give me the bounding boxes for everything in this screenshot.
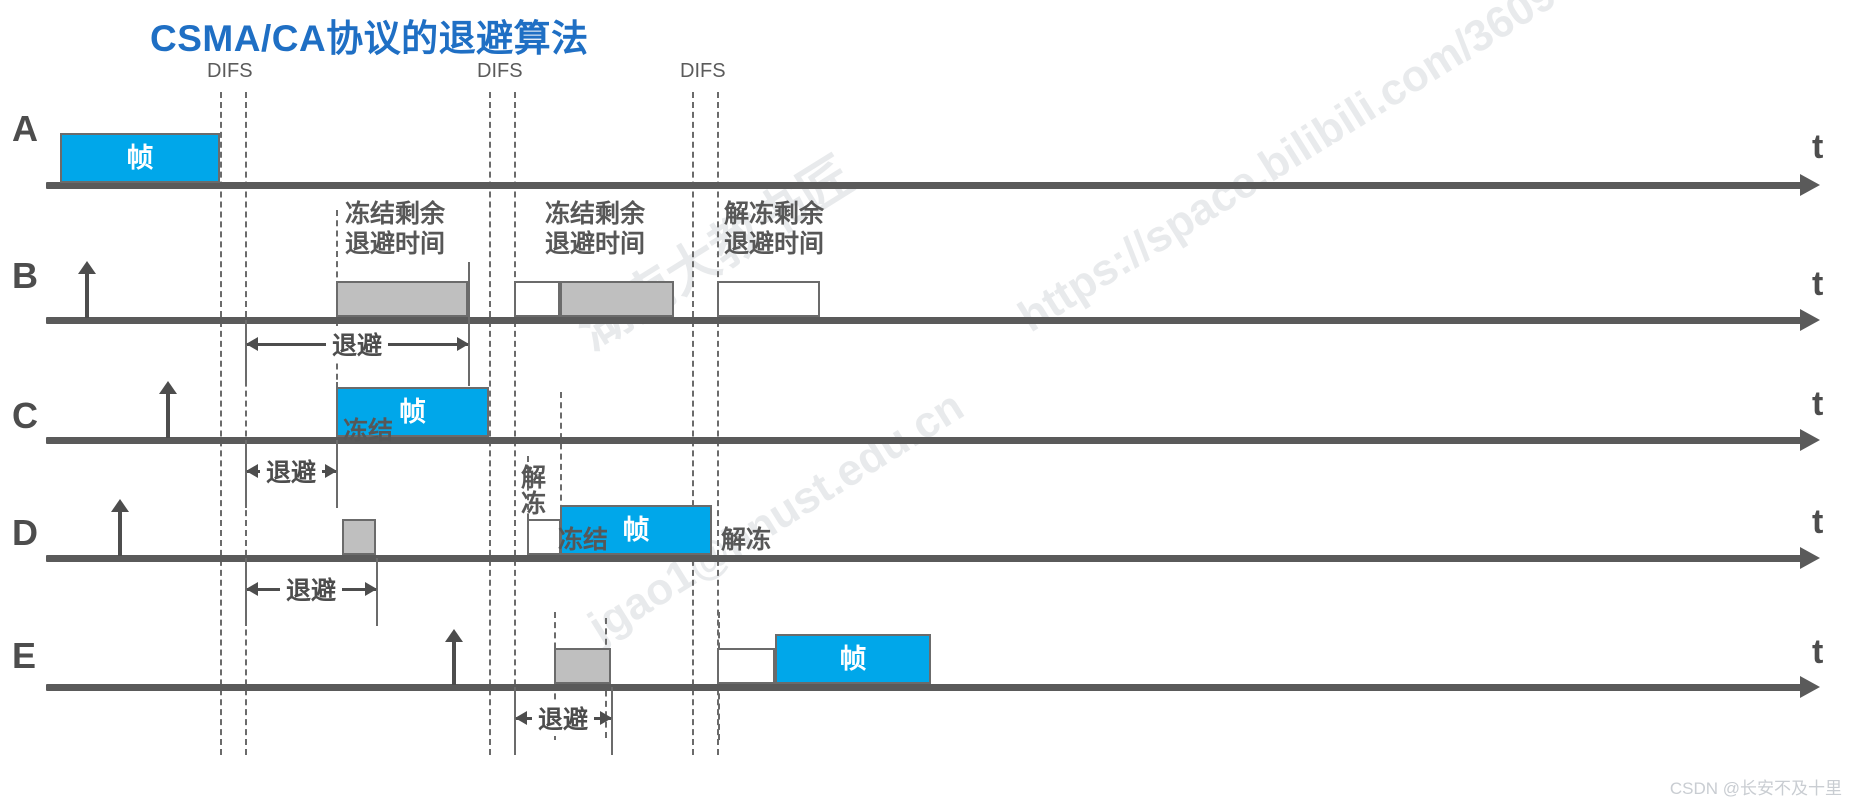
row-e-backoff-label: 退避 bbox=[531, 700, 595, 736]
row-a-frame-label: 帧 bbox=[126, 142, 154, 173]
row-e-caption-unfreeze: 解冻 bbox=[721, 526, 771, 556]
row-b-frozen-box-1[interactable] bbox=[336, 281, 468, 317]
event-guide-d-frame bbox=[560, 392, 562, 552]
difs-guide-3b bbox=[717, 92, 719, 755]
row-e-ready-arrow bbox=[445, 629, 463, 685]
row-e-frozen-box[interactable] bbox=[554, 648, 611, 684]
row-c-ready-arrow bbox=[159, 381, 177, 438]
row-e-caption-freeze-line1: 冻结 bbox=[558, 526, 609, 554]
row-time-label-c: t bbox=[1812, 385, 1824, 423]
row-b-caption-1-line2: 退避时间 bbox=[345, 229, 446, 258]
row-d-unfrozen-box[interactable] bbox=[527, 519, 561, 555]
row-axis-arrow-c bbox=[1800, 429, 1820, 451]
row-time-label-a: t bbox=[1812, 128, 1824, 166]
row-c-measure-right-tick bbox=[336, 440, 338, 508]
difs-label-1: DIFS bbox=[207, 60, 253, 82]
row-b-ready-arrow bbox=[78, 261, 96, 318]
row-label-a: A bbox=[12, 108, 38, 149]
row-e-frame-box[interactable]: 帧 bbox=[775, 634, 931, 684]
difs-guide-2a bbox=[489, 92, 491, 755]
difs-guide-1a bbox=[220, 92, 222, 755]
row-d-backoff-label: 退避 bbox=[279, 571, 343, 607]
row-b-caption-2-line1: 冻结剩余 bbox=[545, 200, 646, 228]
difs-guide-1b bbox=[245, 92, 247, 755]
row-e-measure-right-tick bbox=[611, 687, 613, 755]
row-axis-c bbox=[46, 437, 1806, 444]
row-c-frame-label: 帧 bbox=[399, 396, 426, 427]
row-time-label-e: t bbox=[1812, 633, 1824, 671]
row-b-caption-2: 冻结剩余 退避时间 bbox=[545, 200, 645, 259]
row-label-e: E bbox=[12, 635, 37, 676]
row-d-caption-freeze-line1: 冻结 bbox=[343, 417, 394, 445]
difs-label-3: DIFS bbox=[680, 60, 726, 82]
row-b-frozen-box-2[interactable] bbox=[560, 281, 674, 317]
row-b-caption-3-line2: 退避时间 bbox=[724, 229, 825, 258]
row-b-caption-3-line1: 解冻剩余 bbox=[724, 200, 825, 228]
row-b-caption-3: 解冻剩余 退避时间 bbox=[724, 200, 824, 259]
row-b-caption-1: 冻结剩余 退避时间 bbox=[345, 200, 445, 259]
row-axis-arrow-e bbox=[1800, 676, 1820, 698]
watermark-text-3: https://space.bilibili.com/360996 bbox=[1010, 0, 1607, 342]
row-a-frame-box[interactable]: 帧 bbox=[60, 133, 220, 183]
row-label-c: C bbox=[12, 395, 38, 436]
row-axis-d bbox=[46, 555, 1806, 562]
row-e-frame-label: 帧 bbox=[839, 643, 867, 674]
row-e-caption-unfreeze-line1: 解冻 bbox=[721, 526, 772, 554]
row-d-caption-unfreeze-line1: 解 bbox=[521, 464, 547, 492]
row-axis-arrow-d bbox=[1800, 547, 1820, 569]
row-b-unfrozen-box-2[interactable] bbox=[717, 281, 820, 317]
difs-guide-3a bbox=[692, 92, 694, 755]
row-b-measure-left-tick bbox=[245, 320, 247, 386]
row-d-measure-right-tick bbox=[376, 558, 378, 626]
row-axis-a bbox=[46, 182, 1806, 189]
row-b-caption-2-line2: 退避时间 bbox=[545, 229, 646, 258]
row-label-d: D bbox=[12, 512, 38, 553]
row-b-backoff-label: 退避 bbox=[325, 326, 389, 362]
difs-guide-2b bbox=[514, 92, 516, 755]
row-d-frame-box[interactable]: 帧 bbox=[560, 505, 712, 555]
row-d-frame-label: 帧 bbox=[622, 514, 650, 545]
row-time-label-b: t bbox=[1812, 265, 1824, 303]
row-axis-arrow-a bbox=[1800, 174, 1820, 196]
row-label-b: B bbox=[12, 255, 38, 296]
row-axis-b bbox=[46, 317, 1806, 324]
row-axis-e bbox=[46, 684, 1806, 691]
row-e-caption-freeze: 冻结 bbox=[558, 526, 608, 556]
row-d-caption-unfreeze: 解 冻 bbox=[521, 465, 555, 518]
row-axis-arrow-b bbox=[1800, 309, 1820, 331]
row-c-backoff-label: 退避 bbox=[259, 453, 323, 489]
row-b-caption-1-line1: 冻结剩余 bbox=[345, 200, 446, 228]
row-b-unfrozen-box-1[interactable] bbox=[514, 281, 560, 317]
row-d-caption-freeze: 冻结 bbox=[343, 417, 393, 447]
row-d-frozen-box[interactable] bbox=[342, 519, 376, 555]
row-c-frame-box[interactable]: 帧 bbox=[336, 387, 489, 437]
event-guide-d-unfreeze bbox=[527, 456, 529, 548]
row-time-label-d: t bbox=[1812, 503, 1824, 541]
page-title: CSMA/CA协议的退避算法 bbox=[150, 18, 589, 59]
row-e-unfrozen-box[interactable] bbox=[717, 648, 775, 684]
difs-label-2: DIFS bbox=[477, 60, 523, 82]
row-b-measure-right-tick bbox=[468, 262, 470, 386]
row-d-caption-unfreeze-line2: 冻 bbox=[521, 490, 547, 519]
row-d-ready-arrow bbox=[111, 499, 129, 556]
csdn-attribution: CSDN @长安不及十里 bbox=[1669, 779, 1842, 798]
